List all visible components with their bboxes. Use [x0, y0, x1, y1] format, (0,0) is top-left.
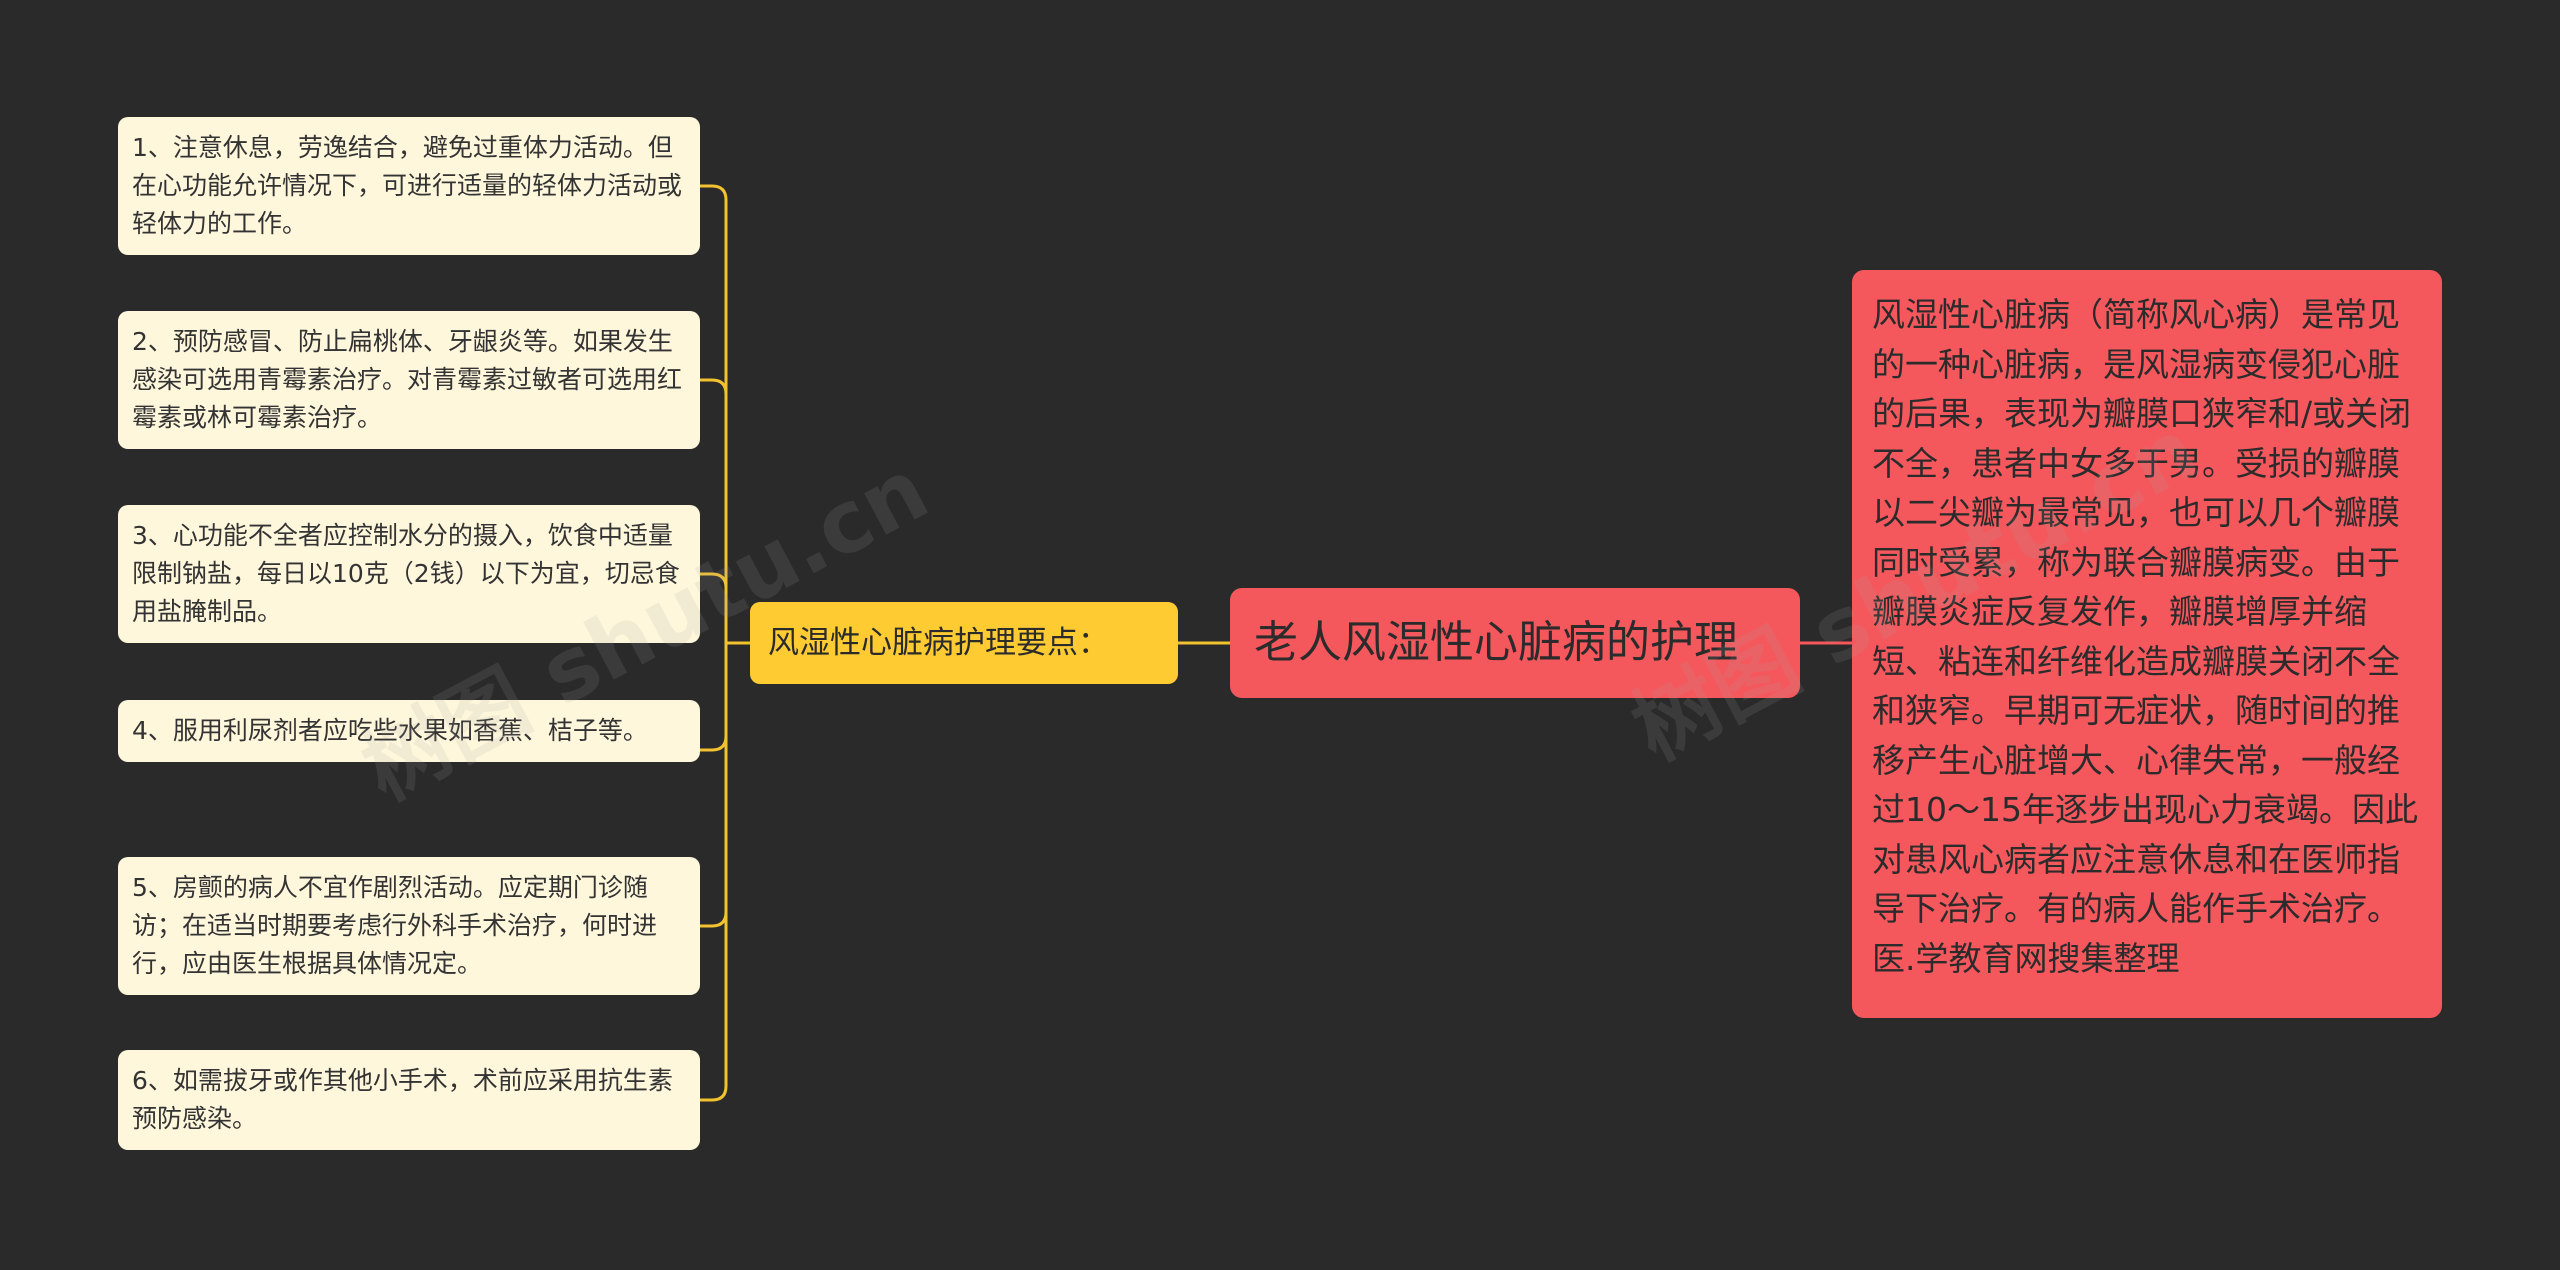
- leaf-node-2-text: 2、预防感冒、防止扁桃体、牙龈炎等。如果发生感染可选用青霉素治疗。对青霉素过敏者…: [132, 327, 683, 432]
- leaf-node-3[interactable]: 3、心功能不全者应控制水分的摄入，饮食中适量限制钠盐，每日以10克（2钱）以下为…: [118, 505, 700, 643]
- leaf-node-6[interactable]: 6、如需拔牙或作其他小手术，术前应采用抗生素预防感染。: [118, 1050, 700, 1150]
- leaf-node-4[interactable]: 4、服用利尿剂者应吃些水果如香蕉、桔子等。: [118, 700, 700, 762]
- branch-node-label: 风湿性心脏病护理要点：: [768, 625, 1109, 661]
- connector-leaf-1: [700, 184, 750, 645]
- leaf-node-5[interactable]: 5、房颤的病人不宜作剧烈活动。应定期门诊随访；在适当时期要考虑行外科手术治疗，何…: [118, 857, 700, 995]
- description-text: 风湿性心脏病（简称风心病）是常见的一种心脏病，是风湿病变侵犯心脏的后果，表现为瓣…: [1872, 295, 2418, 978]
- leaf-node-2[interactable]: 2、预防感冒、防止扁桃体、牙龈炎等。如果发生感染可选用青霉素治疗。对青霉素过敏者…: [118, 311, 700, 449]
- leaf-node-3-text: 3、心功能不全者应控制水分的摄入，饮食中适量限制钠盐，每日以10克（2钱）以下为…: [132, 521, 680, 626]
- connector-branch-leaves: [700, 184, 750, 1102]
- leaf-node-1-text: 1、注意休息，劳逸结合，避免过重体力活动。但在心功能允许情况下，可进行适量的轻体…: [132, 133, 683, 238]
- connector-leaf-2: [700, 378, 750, 645]
- root-node[interactable]: 老人风湿性心脏病的护理: [1230, 588, 1800, 698]
- leaf-node-6-text: 6、如需拔牙或作其他小手术，术前应采用抗生素预防感染。: [132, 1066, 673, 1133]
- root-node-title: 老人风湿性心脏病的护理: [1254, 617, 1738, 668]
- connector-leaf-3: [700, 572, 750, 645]
- description-node[interactable]: 风湿性心脏病（简称风心病）是常见的一种心脏病，是风湿病变侵犯心脏的后果，表现为瓣…: [1852, 270, 2442, 1018]
- leaf-node-1[interactable]: 1、注意休息，劳逸结合，避免过重体力活动。但在心功能允许情况下，可进行适量的轻体…: [118, 117, 700, 255]
- leaf-node-5-text: 5、房颤的病人不宜作剧烈活动。应定期门诊随访；在适当时期要考虑行外科手术治疗，何…: [132, 873, 658, 978]
- leaf-node-4-text: 4、服用利尿剂者应吃些水果如香蕉、桔子等。: [132, 716, 648, 745]
- branch-node-care-points[interactable]: 风湿性心脏病护理要点：: [750, 602, 1178, 684]
- connector-leaf-6: [700, 641, 750, 1102]
